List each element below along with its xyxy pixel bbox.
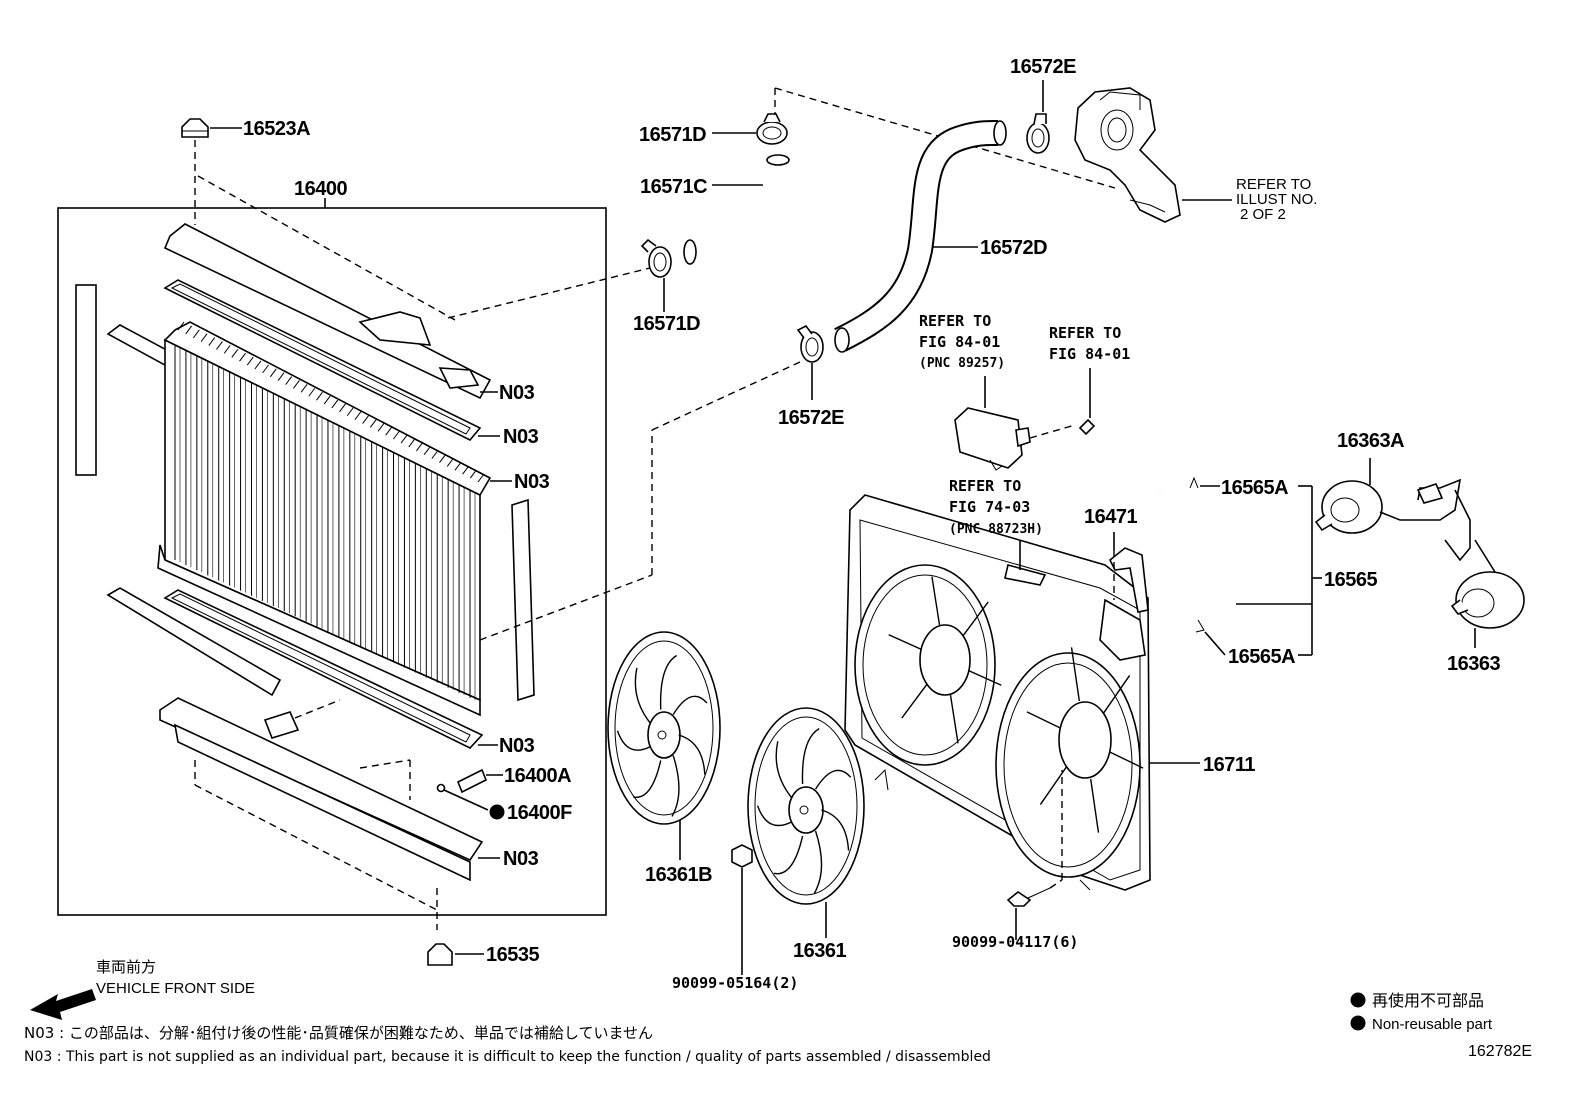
label-16565A-top: 16565A xyxy=(1221,477,1288,499)
label-16565A-bottom: 16565A xyxy=(1228,646,1295,668)
fan-motor-16363[interactable] xyxy=(1450,539,1525,629)
ref-fig84a-1: REFER TO xyxy=(919,312,991,330)
label-16572E-bottom: 16572E xyxy=(778,407,844,429)
label-n03-3: N03 xyxy=(514,471,550,493)
ref-fig74-1: REFER TO xyxy=(949,477,1021,495)
note-n03-en: N03 : This part is not supplied as an in… xyxy=(24,1049,991,1065)
ref-illust-2: ILLUST NO. xyxy=(1236,191,1317,208)
lower-tank[interactable] xyxy=(159,697,484,882)
label-16363: 16363 xyxy=(1447,653,1500,675)
legend-front-en: VEHICLE FRONT SIDE xyxy=(96,980,255,997)
label-16361: 16361 xyxy=(793,940,846,962)
label-90099-05164: 90099-05164(2) xyxy=(672,974,798,992)
label-n03-4: N03 xyxy=(499,735,535,757)
radiator-group-box xyxy=(57,207,607,916)
label-16400F: 16400F xyxy=(507,802,572,824)
label-16400A: 16400A xyxy=(504,765,571,787)
sensor-bolt xyxy=(1078,418,1096,436)
label-16572D: 16572D xyxy=(980,237,1047,259)
note-n03-jp: N03 : この部品は、分解･組付け後の性能･品質確保が困難なため、単品では補給… xyxy=(24,1024,653,1042)
label-16523A: 16523A xyxy=(243,118,310,140)
drain-oring[interactable] xyxy=(436,783,446,793)
lower-gasket xyxy=(163,589,484,749)
hose-clamp-16571D-bottom[interactable] xyxy=(640,238,672,278)
fan-16361B[interactable] xyxy=(607,631,721,825)
label-n03-5: N03 xyxy=(503,848,539,870)
clamp-16565A-top[interactable] xyxy=(1189,476,1199,489)
label-16571D-bottom: 16571D xyxy=(633,313,700,335)
label-16571C: 16571C xyxy=(640,176,707,198)
ref-fig84b-2: FIG 84-01 xyxy=(1049,345,1130,363)
upper-gasket xyxy=(163,279,482,441)
lower-cushion[interactable] xyxy=(427,943,453,966)
ref-fig84a-2: FIG 84-01 xyxy=(919,333,1000,351)
legend-nonreuse-en: Non-reusable part xyxy=(1372,1016,1493,1033)
label-n03-1: N03 xyxy=(499,382,535,404)
label-n03-2: N03 xyxy=(503,426,539,448)
non-reusable-marker-16400F xyxy=(489,804,505,820)
nut-90099-05164[interactable] xyxy=(731,844,753,868)
bolt-90099-04117[interactable] xyxy=(1006,891,1032,907)
wire-harness-16565[interactable] xyxy=(1158,477,1240,623)
legend-dot-jp xyxy=(1350,992,1366,1008)
hose-clamp-16572E-top[interactable] xyxy=(1026,113,1050,154)
shroud-spokes xyxy=(888,576,1144,833)
upper-tank[interactable] xyxy=(163,223,492,400)
label-16565: 16565 xyxy=(1324,569,1377,591)
core-fins xyxy=(174,321,485,700)
legend-nonreuse-jp: 再使用不可部品 xyxy=(1372,991,1484,1010)
legend-front-jp: 車両前方 xyxy=(96,958,156,976)
label-16711: 16711 xyxy=(1203,754,1255,776)
ref-fig84b-1: REFER TO xyxy=(1049,324,1121,342)
side-seal-right xyxy=(511,498,535,702)
sensor-unit xyxy=(954,407,1031,471)
ref-illust-3: 2 OF 2 xyxy=(1240,206,1286,223)
label-16571D-top: 16571D xyxy=(639,124,706,146)
lower-seal xyxy=(106,587,282,697)
label-16572E-top: 16572E xyxy=(1010,56,1076,78)
side-seal-left xyxy=(75,284,97,476)
label-90099-04117: 90099-04117(6) xyxy=(952,933,1078,951)
label-16400: 16400 xyxy=(294,178,347,200)
bracket-16471[interactable] xyxy=(1108,547,1149,613)
hose-clamp-16571D-top[interactable] xyxy=(756,113,788,145)
label-16363A: 16363A xyxy=(1337,430,1404,452)
figure-id: 162782E xyxy=(1468,1043,1532,1060)
ref-fig74-3: (PNC 88723H) xyxy=(949,522,1043,537)
ref-fig84a-3: (PNC 89257) xyxy=(919,356,1005,371)
label-16361B: 16361B xyxy=(645,864,712,886)
fan-motor-16363A[interactable] xyxy=(1314,478,1471,562)
fan-16361B-blades xyxy=(616,654,708,817)
clamp-16565A-bottom[interactable] xyxy=(1195,619,1205,633)
fan-16361-blades xyxy=(756,728,852,894)
drain-cock[interactable] xyxy=(456,768,488,794)
fan-shroud[interactable] xyxy=(844,494,1151,891)
vehicle-front-arrow-icon xyxy=(30,989,96,1020)
ref-fig74-2: FIG 74-03 xyxy=(949,498,1030,516)
radiator-cap[interactable] xyxy=(181,118,209,138)
ref-illust-1: REFER TO xyxy=(1236,176,1311,193)
water-outlet xyxy=(1074,87,1181,223)
hose-clamp-16572E-bottom[interactable] xyxy=(796,324,824,363)
label-16535: 16535 xyxy=(486,944,539,966)
fan-16361[interactable] xyxy=(747,707,865,905)
label-16471: 16471 xyxy=(1084,506,1137,528)
legend-dot-en xyxy=(1350,1015,1366,1031)
radiator-core[interactable] xyxy=(157,321,492,717)
